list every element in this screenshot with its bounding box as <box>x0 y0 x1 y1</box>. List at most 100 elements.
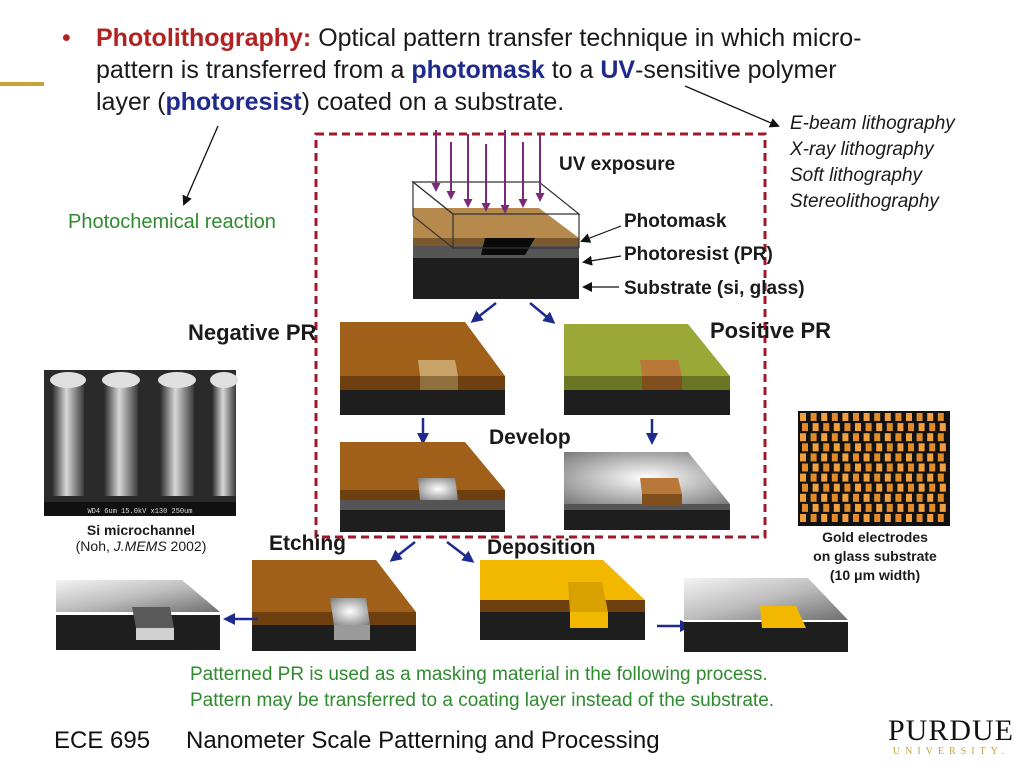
electrode-segment <box>927 433 934 442</box>
electrode-segment <box>800 453 806 462</box>
electrode-segment <box>927 514 934 522</box>
electrode-segment <box>821 493 828 502</box>
negative-pr-block <box>340 322 505 415</box>
negative-pr-label: Negative PR <box>188 320 317 345</box>
electrode-segment <box>939 423 946 432</box>
electrode-segment <box>906 453 912 462</box>
label-arrow <box>580 225 622 243</box>
electrode-segment <box>863 433 870 442</box>
header-line-2-mid: to a <box>544 56 601 84</box>
electrode-segment <box>842 453 849 462</box>
electrode-segment <box>800 493 806 502</box>
electrode-segment <box>812 463 819 472</box>
si-caption-line-1: Si microchannel <box>86 522 196 538</box>
electrode-segment <box>918 463 925 472</box>
electrode-segment <box>865 483 872 492</box>
electrode-segment <box>927 453 934 462</box>
electrode-segment <box>916 493 923 502</box>
photochemical-label: Photochemical reaction <box>68 211 276 233</box>
electrode-segment <box>853 453 859 462</box>
header-line-3-post: ) coated on a substrate. <box>301 88 565 116</box>
note-line: Patterned PR is used as a masking materi… <box>190 664 768 685</box>
electrode-segment <box>831 413 838 421</box>
uv-exposure-label: UV exposure <box>559 154 676 175</box>
electrode-segment <box>831 473 838 482</box>
electrode-segment <box>927 493 934 502</box>
pointer-arrow <box>182 125 219 206</box>
electrode-segment <box>897 503 904 512</box>
electrode-segment <box>886 503 893 512</box>
electrode-segment <box>810 473 817 482</box>
electrode-segment <box>855 483 861 492</box>
electrode-segment <box>886 423 893 432</box>
header-line-2-pre: pattern is transferred from a <box>96 56 412 84</box>
electrode-segment <box>937 433 944 442</box>
electrode-segment <box>800 473 806 482</box>
electrode-segment <box>874 473 881 482</box>
electrode-segment <box>895 514 902 522</box>
electrode-segment <box>876 483 883 492</box>
uv-arrows <box>431 130 545 214</box>
etched-substrate-block <box>56 580 220 650</box>
bullet-dot: • <box>62 24 71 52</box>
electrode-segment <box>897 443 904 452</box>
electrode-segment <box>855 423 861 432</box>
electrode-segment <box>842 433 849 442</box>
electrode-segment <box>908 503 914 512</box>
electrode-segment <box>939 443 946 452</box>
electrode-segment <box>863 493 870 502</box>
developed-positive-block <box>564 452 730 530</box>
electrode-segment <box>833 463 840 472</box>
electrode-segment <box>833 443 840 452</box>
si-microchannel-image: WD4 6um 15.0kV x130 250um <box>44 370 238 516</box>
electrode-segment <box>918 483 925 492</box>
electrode-segment <box>876 463 883 472</box>
electrode-segment <box>884 433 891 442</box>
electrode-segment <box>810 493 817 502</box>
electrode-segment <box>810 413 817 421</box>
footer-course: ECE 695 <box>54 727 151 754</box>
electrode-segment <box>855 443 861 452</box>
electrode-segment <box>863 413 870 421</box>
electrode-segment <box>812 503 819 512</box>
electrode-segment <box>821 433 828 442</box>
electrode-segment <box>916 453 923 462</box>
electrode-segment <box>842 473 849 482</box>
electrode-segment <box>874 453 881 462</box>
si-caption: Si microchannel (Noh, J.MEMS 2002) <box>44 522 238 554</box>
positive-pr-label: Positive PR <box>710 318 832 343</box>
purdue-logo: PURDUE UNIVERSITY. <box>886 716 1016 758</box>
flow-arrow <box>529 302 556 324</box>
electrode-segment <box>821 473 828 482</box>
electrode-segment <box>884 514 891 522</box>
electrode-segment <box>810 514 817 522</box>
si-caption-post: 2002) <box>166 538 207 554</box>
electrode-segment <box>865 463 872 472</box>
logo-wordmark: PURDUE <box>887 714 1014 747</box>
electrode-segment <box>865 423 872 432</box>
label-arrow <box>582 255 622 266</box>
electrode-segment <box>897 483 904 492</box>
header-line-3-pre: layer ( <box>96 88 166 116</box>
electrode-segment <box>823 443 830 452</box>
electrode-segment <box>853 473 859 482</box>
electrode-segment <box>831 433 838 442</box>
electrode-segment <box>800 433 806 442</box>
si-caption-line-2: (Noh, J.MEMS 2002) <box>44 538 238 554</box>
electrode-segment <box>802 483 808 492</box>
electrode-segment <box>823 423 830 432</box>
electrode-segment <box>842 514 849 522</box>
pointer-arrow <box>684 85 780 128</box>
electrode-segment <box>863 473 870 482</box>
gold-caption-line: on glass substrate <box>813 548 937 564</box>
electrode-segment <box>886 443 893 452</box>
electrode-segment <box>927 413 934 421</box>
electrode-segment <box>886 483 893 492</box>
electrode-segment <box>844 443 851 452</box>
electrode-segment <box>821 453 828 462</box>
electrode-segment <box>833 503 840 512</box>
electrode-segment <box>853 493 859 502</box>
alt-item: E-beam lithography <box>790 113 955 134</box>
electrode-segment <box>884 473 891 482</box>
